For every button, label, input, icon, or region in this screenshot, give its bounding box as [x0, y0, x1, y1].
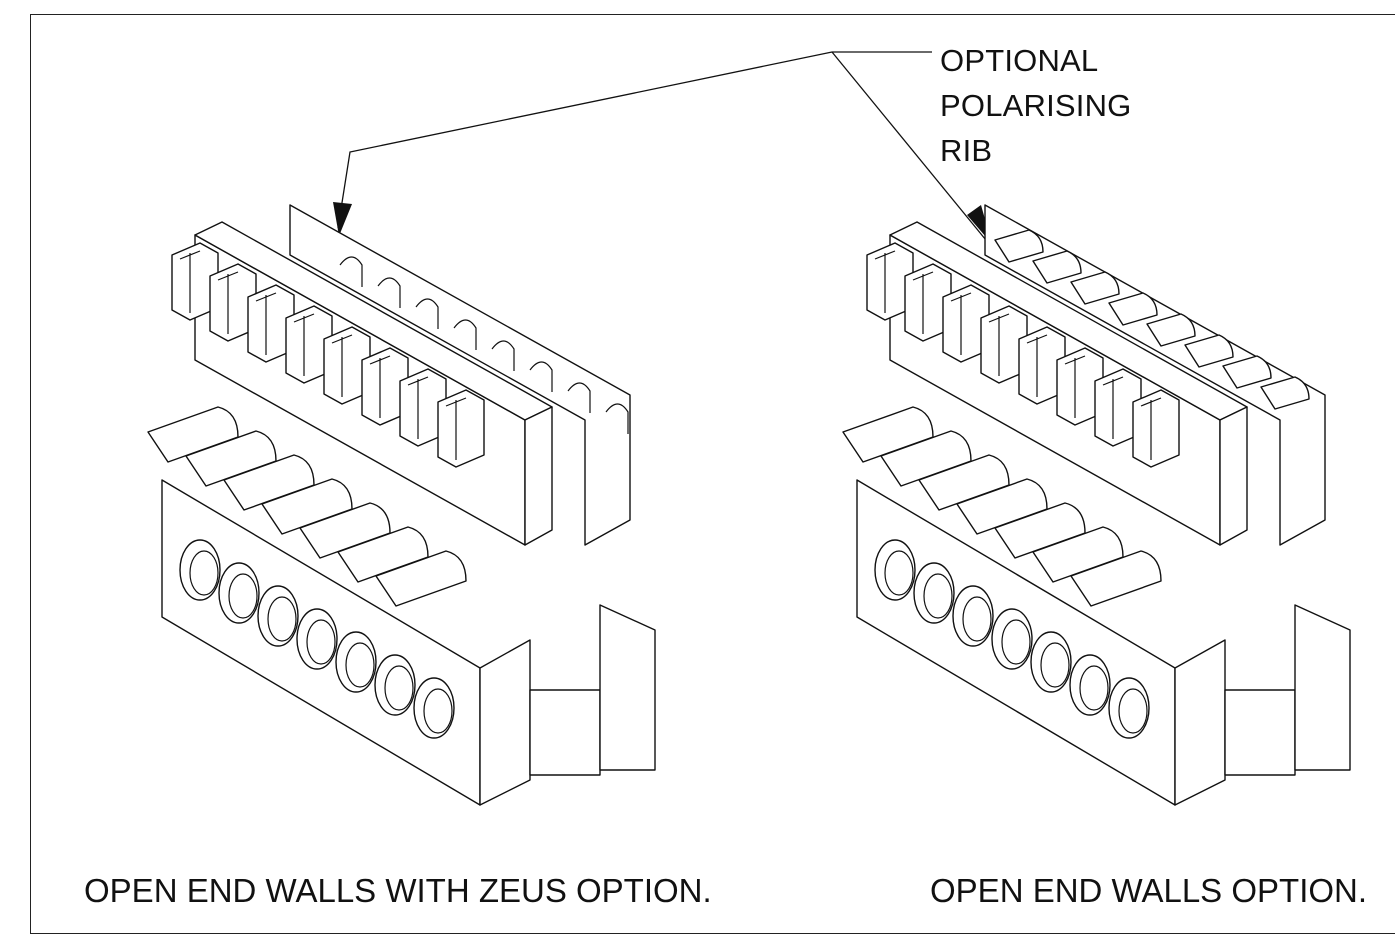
latch-detail — [255, 292, 277, 355]
cable-hole-inner — [423, 688, 453, 734]
caption-right: OPEN END WALLS OPTION. — [930, 872, 1368, 909]
contact-slot — [1260, 376, 1310, 410]
cable-hole — [179, 539, 221, 601]
callout-line-1: OPTIONAL — [940, 43, 1099, 78]
latch-detail — [179, 250, 201, 313]
end-post — [599, 604, 656, 771]
rear-wall — [289, 204, 631, 546]
latch-detail — [1064, 355, 1086, 418]
contact-slot — [605, 403, 629, 434]
callout-label: OPTIONAL POLARISING RIB — [940, 38, 1132, 173]
cable-hole-inner — [267, 596, 297, 642]
latch-detail — [912, 271, 934, 334]
contact-tab — [1070, 550, 1162, 607]
latch-detail — [950, 292, 972, 355]
cable-hole — [874, 539, 916, 601]
connector-left — [147, 204, 656, 806]
cable-hole-inner — [1118, 688, 1148, 734]
lower-body-foot — [1224, 689, 1296, 776]
contact-slot — [453, 319, 477, 350]
latch-detail — [217, 271, 239, 334]
contact-slot — [1032, 250, 1082, 284]
cable-hole-inner — [228, 573, 258, 619]
cable-hole-inner — [306, 619, 336, 665]
end-post — [1294, 604, 1351, 771]
cable-hole — [1030, 631, 1072, 693]
cable-hole — [991, 608, 1033, 670]
cable-hole-inner — [1040, 642, 1070, 688]
cable-hole-inner — [345, 642, 375, 688]
latch-detail — [1102, 376, 1124, 439]
latch-detail — [369, 355, 391, 418]
callout-line-3: RIB — [940, 133, 993, 168]
contact-slot — [1108, 292, 1158, 326]
latch-detail — [874, 250, 896, 313]
contact-slot — [1146, 313, 1196, 347]
housing-rail-end — [524, 406, 553, 546]
cable-hole — [1108, 677, 1150, 739]
cable-hole — [335, 631, 377, 693]
contact-slot — [1184, 334, 1234, 368]
latch-detail — [331, 334, 353, 397]
cable-hole-inner — [384, 665, 414, 711]
cable-hole-inner — [962, 596, 992, 642]
latch — [1132, 389, 1180, 468]
leader-lines — [337, 51, 991, 246]
contact-slot — [1222, 355, 1272, 389]
latch-detail — [988, 313, 1010, 376]
latch-detail — [445, 397, 467, 460]
lower-body-foot — [529, 689, 601, 776]
contact-slot — [567, 382, 591, 413]
cable-hole — [1069, 654, 1111, 716]
contact-slot — [1070, 271, 1120, 305]
latch-detail — [1026, 334, 1048, 397]
contact-slot — [339, 256, 363, 287]
latch — [437, 389, 485, 468]
callout-line-2: POLARISING — [940, 88, 1132, 123]
rear-wall — [984, 204, 1326, 546]
cable-hole-inner — [1079, 665, 1109, 711]
cable-hole-inner — [189, 550, 219, 596]
latch-detail — [1140, 397, 1162, 460]
latch-detail — [293, 313, 315, 376]
cable-hole — [218, 562, 260, 624]
contact-slot — [377, 277, 401, 308]
cable-hole-inner — [923, 573, 953, 619]
cable-hole — [413, 677, 455, 739]
connector-right — [842, 204, 1351, 806]
cable-hole-inner — [1001, 619, 1031, 665]
contact-slot — [529, 361, 553, 392]
contact-slot — [491, 340, 515, 371]
cable-hole — [913, 562, 955, 624]
contact-tab — [375, 550, 467, 607]
latch-detail — [407, 376, 429, 439]
caption-left: OPEN END WALLS WITH ZEUS OPTION. — [84, 872, 712, 909]
cable-hole — [374, 654, 416, 716]
housing-rail-end — [1219, 406, 1248, 546]
lower-body-side — [1174, 639, 1226, 806]
cable-hole — [296, 608, 338, 670]
cable-hole-inner — [884, 550, 914, 596]
lower-body-side — [479, 639, 531, 806]
contact-slot — [415, 298, 439, 329]
contact-slot — [994, 229, 1044, 263]
cable-hole — [257, 585, 299, 647]
arrowhead-left — [333, 202, 352, 236]
cable-hole — [952, 585, 994, 647]
